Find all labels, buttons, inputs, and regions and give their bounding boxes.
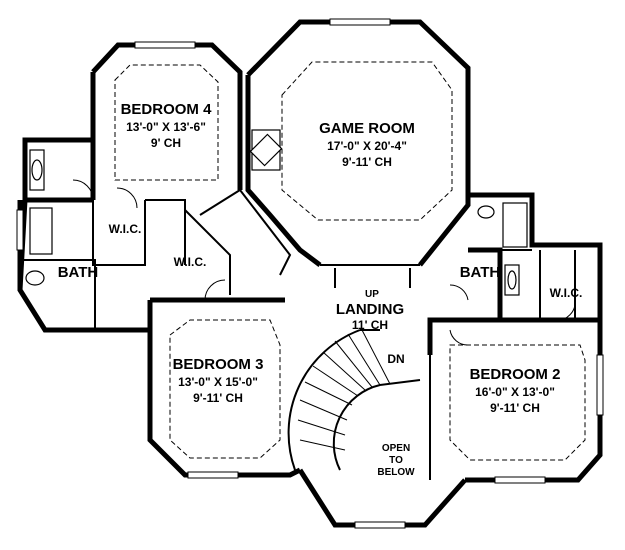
bedroom3-ceiling: 9'-11' CH (193, 391, 243, 405)
game-room-name: GAME ROOM (319, 120, 415, 137)
game-room-ceiling: 9'-11' CH (342, 155, 392, 169)
stair-up-label: UP (365, 289, 379, 300)
bath-fixtures (25, 149, 528, 296)
bedroom2-name: BEDROOM 2 (470, 366, 561, 383)
bath-right-label: BATH (460, 264, 501, 281)
room-labels: BEDROOM 4 13'-0" X 13'-6" 9' CH GAME ROO… (58, 101, 583, 478)
landing-ceiling: 11' CH (352, 318, 388, 332)
partitions (20, 188, 576, 480)
bedroom4-ceiling: 9' CH (151, 136, 181, 150)
bedroom2-walls (427, 317, 603, 483)
bedroom4-name: BEDROOM 4 (121, 101, 213, 118)
bedroom3-walls (147, 297, 302, 478)
open-to-below-line1: OPEN (382, 443, 410, 454)
wic-left-label: W.I.C. (109, 222, 142, 236)
bedroom3-name: BEDROOM 3 (173, 356, 264, 373)
ceiling-outlines (114, 61, 586, 461)
landing-name: LANDING (336, 301, 404, 318)
bedroom2-ceiling: 9'-11' CH (490, 401, 540, 415)
fireplace-icon (249, 129, 283, 171)
spiral-staircase (287, 329, 421, 471)
bedroom4-walls (22, 42, 243, 203)
windows (16, 18, 604, 529)
bedroom3-size: 13'-0" X 15'-0" (178, 375, 258, 389)
game-room-size: 17'-0" X 20'-4" (327, 139, 407, 153)
door-swings (72, 179, 576, 346)
wic-center-label: W.I.C. (174, 255, 207, 269)
stair-wall (297, 468, 467, 528)
open-to-below-line2: TO (389, 455, 403, 466)
bath-left-label: BATH (58, 264, 99, 281)
game-room-walls (245, 19, 471, 267)
stair-down-label: DN (387, 352, 404, 366)
wic-right-label: W.I.C. (550, 286, 583, 300)
bedroom2-size: 16'-0" X 13'-0" (475, 385, 555, 399)
bedroom4-size: 13'-0" X 13'-6" (126, 120, 206, 134)
open-to-below-line3: BELOW (377, 467, 415, 478)
